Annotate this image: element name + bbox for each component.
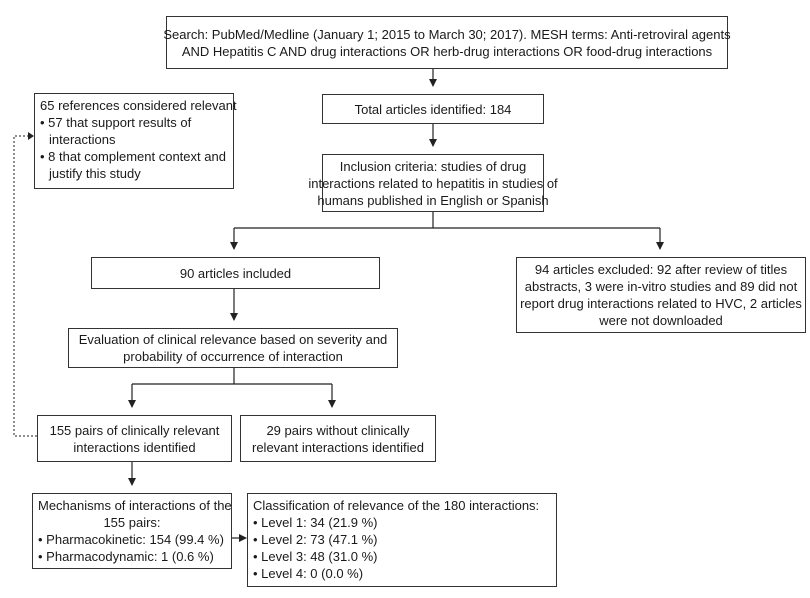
excluded-box: 94 articles excluded: 92 after review of… xyxy=(516,257,806,333)
references-title: 65 references considered relevant xyxy=(40,98,237,113)
classification-level-1: • Level 1: 34 (21.9 %) xyxy=(253,515,378,530)
excluded-line-2: abstracts, 3 were in-vitro studies and 8… xyxy=(524,279,798,294)
evaluation-line-1: Evaluation of clinical relevance based o… xyxy=(78,332,388,347)
total-articles-text: Total articles identified: 184 xyxy=(354,101,512,117)
pairs-relevant-line-2: interactions identified xyxy=(73,439,196,455)
references-box: 65 references considered relevant • 57 t… xyxy=(34,93,237,189)
pairs-not-relevant-line-2: relevant interactions identified xyxy=(252,439,424,455)
mechanisms-title-line-2: 155 pairs: xyxy=(103,515,161,530)
pairs-relevant-line-1: 155 pairs of clinically relevant xyxy=(49,422,220,438)
excluded-line-4: were not downloaded xyxy=(599,313,723,328)
total-articles-box: Total articles identified: 184 xyxy=(322,94,544,124)
classification-level-3: • Level 3: 48 (31.0 %) xyxy=(253,549,378,564)
included-text: 90 articles included xyxy=(179,265,292,281)
evaluation-line-2: probability of occurrence of interaction xyxy=(123,349,343,364)
references-item-2-line-2: justify this study xyxy=(49,166,141,181)
mechanisms-item-pharmacodynamic: • Pharmacodynamic: 1 (0.6 %) xyxy=(38,549,214,564)
references-item-1-line-2: interactions xyxy=(49,132,116,147)
dotted-link-to-references xyxy=(13,135,37,437)
excluded-line-3: report drug interactions related to HVC,… xyxy=(520,296,802,311)
search-box: Search: PubMed/Medline (January 1; 2015 … xyxy=(163,16,731,69)
references-item-2-line-1: • 8 that complement context and xyxy=(40,149,226,164)
inclusion-line-3: humans published in English or Spanish xyxy=(317,192,549,208)
evaluation-box: Evaluation of clinical relevance based o… xyxy=(68,328,398,368)
mechanisms-title-line-1: Mechanisms of interactions of the xyxy=(38,498,232,513)
mechanisms-box: Mechanisms of interactions of the 155 pa… xyxy=(32,493,232,569)
inclusion-line-2: interactions related to hepatitis in stu… xyxy=(308,175,558,191)
inclusion-line-1: Inclusion criteria: studies of drug xyxy=(339,158,527,174)
search-line-2: AND Hepatitis C AND drug interactions OR… xyxy=(181,43,713,59)
pairs-not-relevant-line-1: 29 pairs without clinically xyxy=(266,422,410,438)
classification-level-4: • Level 4: 0 (0.0 %) xyxy=(253,566,364,581)
classification-title: Classification of relevance of the 180 i… xyxy=(253,498,540,513)
dotted-arrowhead xyxy=(28,132,34,140)
classification-box: Classification of relevance of the 180 i… xyxy=(247,493,557,587)
inclusion-criteria-box: Inclusion criteria: studies of drug inte… xyxy=(308,154,558,212)
excluded-line-1: 94 articles excluded: 92 after review of… xyxy=(534,262,788,277)
pairs-relevant-box: 155 pairs of clinically relevant interac… xyxy=(37,415,232,462)
included-box: 90 articles included xyxy=(91,257,380,289)
pairs-not-relevant-box: 29 pairs without clinically relevant int… xyxy=(240,415,436,462)
mechanisms-item-pharmacokinetic: • Pharmacokinetic: 154 (99.4 %) xyxy=(38,532,224,547)
search-line-1: Search: PubMed/Medline (January 1; 2015 … xyxy=(163,26,731,42)
references-item-1-line-1: • 57 that support results of xyxy=(40,115,192,130)
classification-level-2: • Level 2: 73 (47.1 %) xyxy=(253,532,378,547)
